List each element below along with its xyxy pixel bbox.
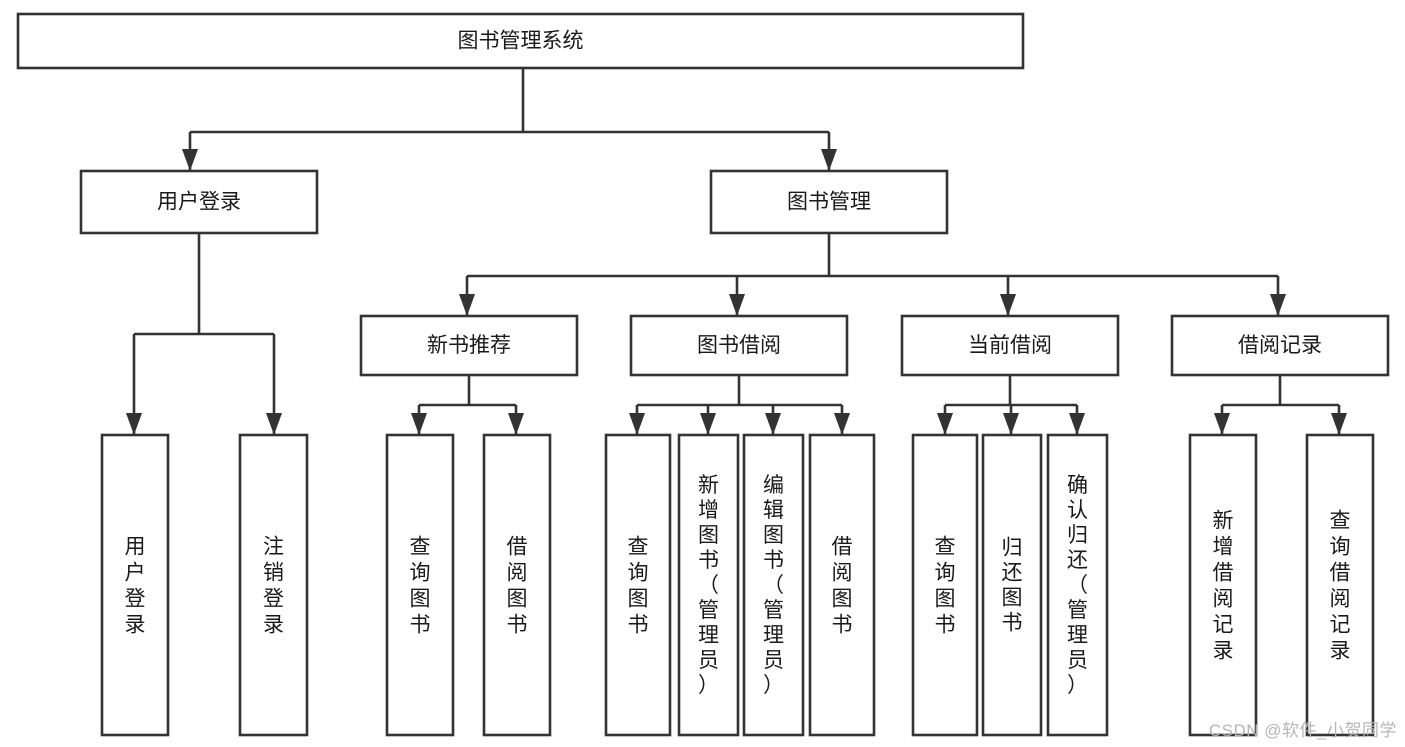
node-leaf-add-book-admin[interactable]: 新增图书（管理员）: [677, 433, 740, 737]
node-box-leaf-query-book-rec[interactable]: [385, 433, 455, 737]
node-box-leaf-add-borrow-record[interactable]: [1188, 433, 1258, 737]
node-box-leaf-logout-login[interactable]: [238, 433, 309, 737]
node-leaf-query-book-borrow[interactable]: 查询图书: [604, 433, 672, 737]
node-label-leaf-confirm-return-admin: 确认归还（管理员）: [1067, 474, 1088, 697]
node-box-leaf-query-book-borrow[interactable]: [604, 433, 672, 737]
node-label-book-management: 图书管理: [787, 191, 871, 214]
node-leaf-user-login[interactable]: 用户登录: [100, 433, 170, 737]
node-box-new-book-recommend[interactable]: [359, 314, 579, 377]
node-box-leaf-add-book-admin[interactable]: [677, 433, 740, 737]
watermark-text: CSDN @软件_小贺同学: [1208, 721, 1397, 740]
node-label-root: 图书管理系统: [458, 30, 584, 53]
node-box-user-login[interactable]: [79, 169, 319, 235]
record-arrow-0: [1214, 413, 1230, 435]
node-box-current-borrow[interactable]: [900, 314, 1120, 377]
bookmgmt-arrow-3: [1270, 294, 1286, 316]
node-box-leaf-user-login[interactable]: [100, 433, 170, 737]
node-label-leaf-borrow-book: 借阅图书: [832, 535, 853, 636]
node-label-leaf-user-login: 用户登录: [125, 535, 146, 636]
node-book-management[interactable]: 图书管理: [709, 169, 949, 235]
node-leaf-add-borrow-record[interactable]: 新增借阅记录: [1188, 433, 1258, 737]
node-box-leaf-return-book[interactable]: [981, 433, 1043, 737]
node-leaf-edit-book-admin[interactable]: 编辑图书（管理员）: [742, 433, 805, 737]
root-arrow-0: [182, 149, 198, 171]
node-label-leaf-add-borrow-record: 新增借阅记录: [1213, 509, 1234, 662]
node-leaf-query-book-current[interactable]: 查询图书: [911, 433, 979, 737]
node-user-login[interactable]: 用户登录: [79, 169, 319, 235]
node-label-borrow-record: 借阅记录: [1238, 334, 1322, 357]
borrow-arrow-0: [629, 413, 645, 435]
node-box-root[interactable]: [16, 12, 1025, 70]
node-label-current-borrow: 当前借阅: [968, 334, 1052, 357]
node-label-leaf-logout-login: 注销登录: [263, 535, 284, 636]
node-leaf-borrow-book-rec[interactable]: 借阅图书: [482, 433, 552, 737]
current-arrow-1: [1003, 413, 1019, 435]
node-label-leaf-return-book: 归还图书: [1002, 537, 1023, 635]
node-box-leaf-confirm-return-admin[interactable]: [1046, 433, 1109, 737]
node-current-borrow[interactable]: 当前借阅: [900, 314, 1120, 377]
current-arrow-2: [1069, 413, 1085, 435]
node-leaf-logout-login[interactable]: 注销登录: [238, 433, 309, 737]
node-box-leaf-borrow-book-rec[interactable]: [482, 433, 552, 737]
userlogin-arrow-0: [126, 413, 142, 435]
userlogin-arrow-1: [266, 413, 282, 435]
node-leaf-query-book-rec[interactable]: 查询图书: [385, 433, 455, 737]
connector-edges-layer: [126, 68, 1347, 435]
node-label-new-book-recommend: 新书推荐: [427, 334, 511, 357]
rec-arrow-0: [411, 413, 427, 435]
node-label-leaf-borrow-book-rec: 借阅图书: [507, 535, 528, 636]
node-borrow-record[interactable]: 借阅记录: [1170, 314, 1390, 377]
node-label-leaf-query-borrow-record: 查询借阅记录: [1330, 509, 1351, 662]
node-label-leaf-query-book-borrow: 查询图书: [628, 535, 649, 636]
current-arrow-0: [937, 413, 953, 435]
node-box-leaf-query-borrow-record[interactable]: [1305, 433, 1375, 737]
node-box-leaf-query-book-current[interactable]: [911, 433, 979, 737]
node-root[interactable]: 图书管理系统: [16, 12, 1025, 70]
node-box-borrow-record[interactable]: [1170, 314, 1390, 377]
node-box-book-borrow[interactable]: [629, 314, 849, 377]
node-box-leaf-borrow-book[interactable]: [808, 433, 876, 737]
bookmgmt-arrow-2: [1000, 294, 1016, 316]
node-label-user-login: 用户登录: [157, 191, 241, 214]
borrow-arrow-1: [700, 413, 716, 435]
nodes-layer: 图书管理系统用户登录图书管理新书推荐图书借阅当前借阅借阅记录用户登录注销登录查询…: [16, 12, 1390, 737]
node-label-leaf-edit-book-admin: 编辑图书（管理员）: [763, 474, 784, 697]
node-label-leaf-query-book-current: 查询图书: [935, 535, 956, 636]
node-label-leaf-query-book-rec: 查询图书: [410, 535, 431, 636]
node-book-borrow[interactable]: 图书借阅: [629, 314, 849, 377]
node-leaf-return-book[interactable]: 归还图书: [981, 433, 1043, 737]
bookmgmt-arrow-1: [729, 294, 745, 316]
node-leaf-borrow-book[interactable]: 借阅图书: [808, 433, 876, 737]
borrow-arrow-3: [834, 413, 850, 435]
record-arrow-1: [1331, 413, 1347, 435]
node-label-leaf-add-book-admin: 新增图书（管理员）: [698, 474, 719, 697]
node-new-book-recommend[interactable]: 新书推荐: [359, 314, 579, 377]
node-box-leaf-edit-book-admin[interactable]: [742, 433, 805, 737]
node-box-book-management[interactable]: [709, 169, 949, 235]
borrow-arrow-2: [765, 413, 781, 435]
node-leaf-query-borrow-record[interactable]: 查询借阅记录: [1305, 433, 1375, 737]
rec-arrow-1: [508, 413, 524, 435]
bookmgmt-arrow-0: [459, 294, 475, 316]
root-arrow-1: [821, 149, 837, 171]
node-label-book-borrow: 图书借阅: [697, 334, 781, 357]
node-leaf-confirm-return-admin[interactable]: 确认归还（管理员）: [1046, 433, 1109, 737]
